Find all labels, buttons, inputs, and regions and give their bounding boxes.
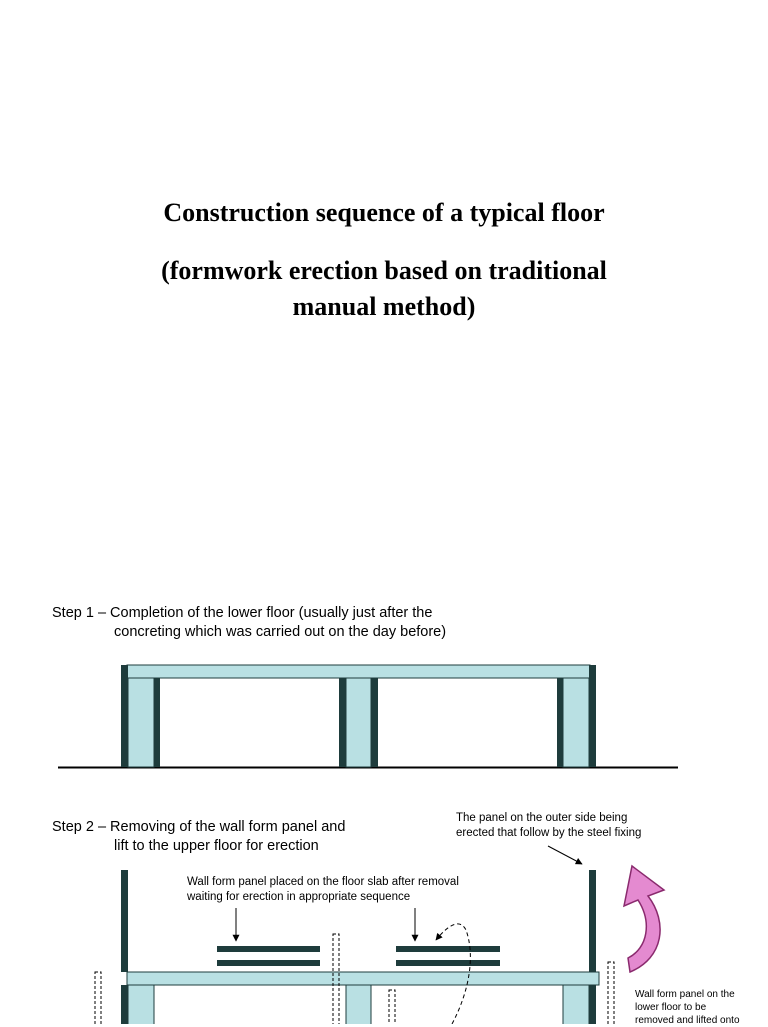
stacked-panel-a1 (217, 946, 320, 952)
lower-panel-annotation-line-3: removed and lifted onto (635, 1015, 740, 1026)
outer-panel-annotation-line-2: erected that follow by the steel fixing (456, 827, 642, 839)
lower-panel-annotation: Wall form panel on the lower floor to be… (635, 988, 740, 1027)
wall-left (127, 677, 155, 768)
placed-panel-annotation-line-2: waiting for erection in appropriate sequ… (187, 891, 411, 903)
formwork-right-inner (557, 678, 563, 767)
lower-panel-annotation-line-2: lower floor to be (635, 1002, 707, 1013)
removed-panel-outline-3 (388, 989, 396, 1024)
placed-panel-annotation-line-1: Wall form panel placed on the floor slab… (187, 876, 459, 888)
formwork-middle-left (339, 678, 346, 767)
wall-middle-2 (345, 984, 372, 1024)
step-1-diagram (58, 664, 678, 769)
formwork-middle-right (371, 678, 378, 767)
stacked-panel-b2 (396, 960, 500, 966)
formwork-left-outer (121, 665, 128, 767)
formwork-right-2 (589, 985, 596, 1024)
arrow-to-outer-panel (547, 845, 583, 865)
outer-panel-annotation: The panel on the outer side being erecte… (456, 811, 641, 841)
upper-panel-left (121, 870, 128, 972)
page-title: Construction sequence of a typical floor (163, 198, 605, 227)
dashed-lift-path (435, 923, 471, 1024)
upper-panel-right (589, 870, 596, 972)
removed-panel-outline-1 (94, 971, 102, 1024)
step-2-caption: Step 2 – Removing of the wall form panel… (52, 818, 345, 856)
step-1-line-2: concreting which was carried out on the … (114, 624, 447, 640)
wall-middle (345, 677, 372, 768)
placed-panel-annotation: Wall form panel placed on the floor slab… (187, 875, 459, 905)
lift-arrow-icon (622, 864, 666, 974)
stacked-panel-b1 (396, 946, 500, 952)
step-1-line-1: Step 1 – Completion of the lower floor (… (52, 605, 433, 621)
stacked-panel-a2 (217, 960, 320, 966)
step-2-line-1: Step 2 – Removing of the wall form panel… (52, 819, 346, 835)
outer-panel-annotation-line-1: The panel on the outer side being (456, 812, 628, 824)
wall-right (562, 677, 590, 768)
floor-slab (126, 664, 591, 679)
subtitle-line-2: manual method) (292, 292, 476, 321)
page-subtitle: (formwork erection based on traditional … (0, 253, 768, 325)
floor-slab-2 (126, 971, 600, 986)
wall-left-2 (127, 984, 155, 1024)
step-2-line-2: lift to the upper floor for erection (114, 838, 319, 854)
removed-panel-outline-2 (332, 933, 340, 1024)
formwork-left-inner (154, 678, 160, 767)
removed-panel-outline-4 (607, 961, 615, 1024)
step-1-caption: Step 1 – Completion of the lower floor (… (52, 604, 446, 642)
step-2-diagram (94, 845, 666, 1024)
formwork-left-2 (121, 985, 128, 1024)
subtitle-line-1: (formwork erection based on traditional (161, 256, 607, 285)
formwork-right-outer (589, 665, 596, 767)
lower-panel-annotation-line-1: Wall form panel on the (635, 989, 735, 1000)
wall-right-2 (562, 984, 590, 1024)
